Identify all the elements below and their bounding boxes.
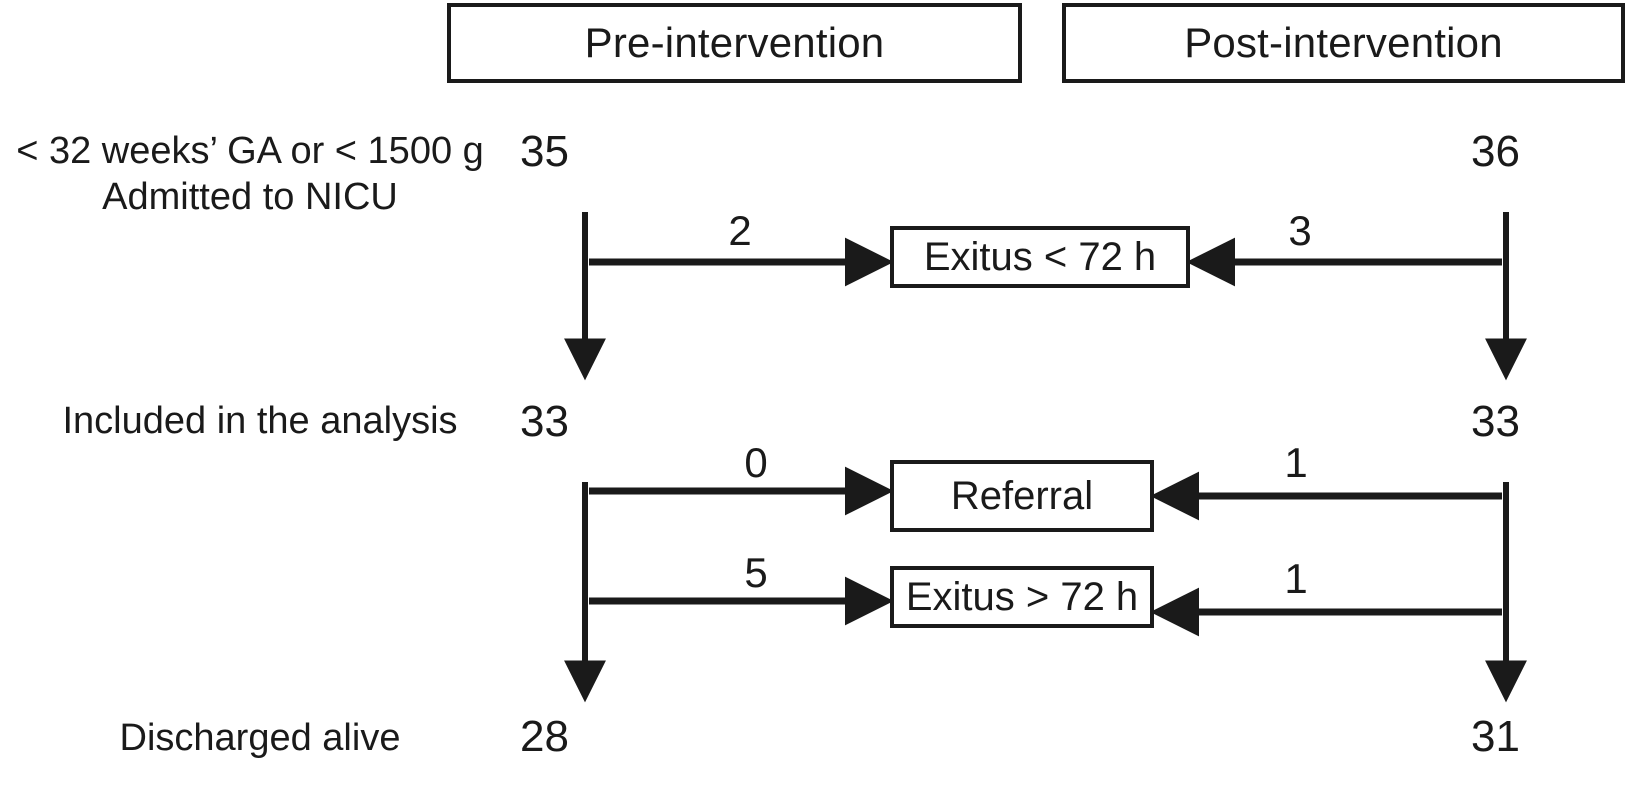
header-pre-intervention: Pre-intervention	[447, 3, 1022, 83]
header-post-intervention-label: Post-intervention	[1184, 19, 1503, 66]
row-label-included-in-analysis: Included in the analysis	[62, 400, 458, 442]
node-exitus-gt-72h: Exitus > 72 h	[890, 566, 1154, 628]
header-pre-intervention-label: Pre-intervention	[584, 19, 885, 66]
count-pre-screened: 35	[520, 127, 569, 176]
edge-count-pre-exitus-lt-72h: 2	[728, 207, 752, 254]
node-exitus-lt-72h: Exitus < 72 h	[890, 226, 1190, 288]
node-referral: Referral	[890, 460, 1154, 532]
count-post-discharged: 31	[1471, 712, 1520, 761]
edge-count-pre-exitus-gt-72h: 5	[744, 549, 768, 596]
node-exitus-gt-72h-label: Exitus > 72 h	[905, 575, 1139, 619]
edge-count-post-exitus-lt-72h: 3	[1288, 207, 1312, 254]
count-post-screened: 36	[1471, 127, 1520, 176]
count-pre-discharged: 28	[520, 712, 569, 761]
count-post-analysis: 33	[1471, 397, 1520, 446]
edge-count-post-exitus-gt-72h: 1	[1284, 555, 1308, 602]
row-label-discharged-alive: Discharged alive	[119, 717, 401, 759]
row-label-eligibility: < 32 weeks’ GA or < 1500 g Admitted to N…	[0, 128, 500, 221]
row-label-eligibility-line2: Admitted to NICU	[102, 176, 398, 219]
edge-count-post-referral: 1	[1284, 439, 1308, 486]
node-exitus-lt-72h-label: Exitus < 72 h	[923, 235, 1157, 279]
node-referral-label: Referral	[950, 474, 1094, 518]
row-label-eligibility-line1: < 32 weeks’ GA or < 1500 g	[16, 130, 484, 172]
edge-count-pre-referral: 0	[744, 439, 768, 486]
header-post-intervention: Post-intervention	[1062, 3, 1625, 83]
count-pre-analysis: 33	[520, 397, 569, 446]
